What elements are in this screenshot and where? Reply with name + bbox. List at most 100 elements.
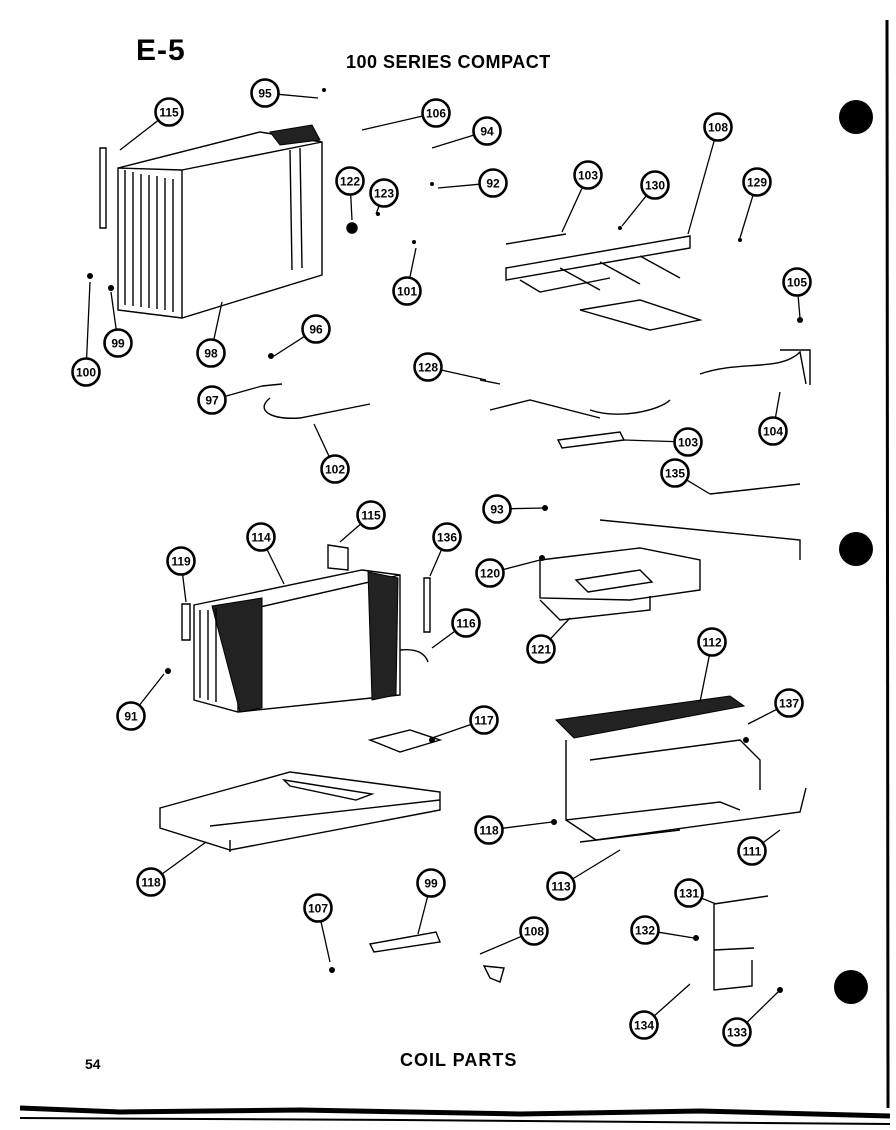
callout-number: 92 <box>486 177 500 191</box>
series-title: 100 SERIES COMPACT <box>346 52 551 72</box>
callout-circle <box>356 500 386 530</box>
callout-number: 116 <box>456 617 476 631</box>
part-callout-131: 131 <box>674 878 717 908</box>
callout-circle <box>71 357 101 387</box>
callout-circle <box>742 167 772 197</box>
part-callout-108: 108 <box>479 916 549 955</box>
callout-number: 108 <box>708 121 728 135</box>
callout-leader-line <box>431 723 472 739</box>
callout-number: 99 <box>111 337 125 351</box>
callout-circle <box>416 868 446 898</box>
callout-number: 95 <box>258 87 272 101</box>
callout-circle <box>369 178 399 208</box>
part-callout-136: 136 <box>429 522 462 577</box>
callout-circle <box>674 878 704 908</box>
scan-border-bottom <box>19 1105 891 1119</box>
callout-leader-line <box>701 897 717 905</box>
callout-number: 93 <box>490 503 504 517</box>
callout-number: 103 <box>678 436 698 450</box>
part-callout-104: 104 <box>758 391 788 446</box>
callout-circle <box>166 546 196 576</box>
callout-circle <box>737 836 767 866</box>
callout-number: 114 <box>251 531 271 545</box>
callout-leader-line <box>739 194 754 239</box>
part-callout-91: 91 <box>116 673 165 731</box>
part-callout-99: 99 <box>103 291 133 358</box>
punch-hole-middle <box>839 532 873 566</box>
callout-circle <box>526 634 556 664</box>
part-callout-103: 103 <box>623 427 703 457</box>
callout-number: 133 <box>727 1026 747 1040</box>
callout-leader-line <box>273 335 305 357</box>
callout-circle <box>482 494 512 524</box>
callout-leader-line <box>85 281 91 359</box>
callout-number: 99 <box>424 877 438 891</box>
part-callout-107: 107 <box>303 893 333 963</box>
callout-number: 98 <box>204 347 218 361</box>
callout-circle <box>469 705 499 735</box>
callout-leader-line <box>313 423 330 458</box>
callout-leader-line <box>621 195 648 227</box>
callout-circle <box>478 168 508 198</box>
part-callout-108: 108 <box>687 112 733 235</box>
callout-number: 137 <box>779 697 799 711</box>
callout-number: 130 <box>645 179 665 193</box>
callout-circle <box>782 267 812 297</box>
part-callout-92: 92 <box>437 168 508 198</box>
callout-circle <box>474 815 504 845</box>
callout-number: 134 <box>634 1019 654 1033</box>
callout-leader-line <box>502 559 541 571</box>
callout-circle <box>154 97 184 127</box>
part-callout-115: 115 <box>339 500 386 543</box>
top-panel-assembly-drawing <box>505 233 811 385</box>
callout-circle <box>722 1017 752 1047</box>
part-callout-95: 95 <box>250 78 319 108</box>
callout-leader-line <box>747 708 778 725</box>
part-callout-130: 130 <box>621 170 670 227</box>
callout-leader-line <box>375 205 380 215</box>
callout-number: 101 <box>397 285 417 299</box>
callout-circle <box>392 276 422 306</box>
callout-number: 121 <box>531 643 551 657</box>
callout-leader-line <box>441 369 487 381</box>
part-callout-97: 97 <box>197 385 263 415</box>
callout-circle <box>301 314 331 344</box>
callout-circle <box>546 871 576 901</box>
callout-leader-line <box>687 139 716 235</box>
part-callout-114: 114 <box>246 522 285 585</box>
callout-number: 106 <box>426 107 446 121</box>
callout-number: 115 <box>361 509 381 523</box>
callout-circle <box>432 522 462 552</box>
scan-border-right <box>885 19 890 1109</box>
callout-circle <box>673 427 703 457</box>
callout-number: 129 <box>747 176 767 190</box>
callout-circle <box>303 893 333 923</box>
footer-title: COIL PARTS <box>400 1050 518 1070</box>
callout-number: 103 <box>578 169 598 183</box>
part-callout-119: 119 <box>166 546 196 603</box>
part-callout-120: 120 <box>475 558 541 588</box>
callout-leader-line <box>431 134 475 149</box>
callout-number: 132 <box>635 924 655 938</box>
callout-circle <box>421 98 451 128</box>
callout-number: 120 <box>480 567 500 581</box>
callout-circle <box>103 328 133 358</box>
part-callout-102: 102 <box>313 423 350 484</box>
callout-leader-line <box>658 931 695 939</box>
callout-number: 96 <box>309 323 323 337</box>
part-callout-94: 94 <box>431 116 502 149</box>
callout-leader-line <box>161 841 207 875</box>
part-callout-118: 118 <box>136 841 207 897</box>
part-callout-132: 132 <box>630 915 695 945</box>
callout-circle <box>703 112 733 142</box>
callout-leader-line <box>774 391 781 418</box>
callout-circle <box>629 1010 659 1040</box>
part-callout-129: 129 <box>739 167 772 239</box>
callout-leader-line <box>572 849 621 880</box>
callout-circle <box>630 915 660 945</box>
callout-number: 119 <box>171 555 191 569</box>
callout-circle <box>335 166 365 196</box>
callout-leader-line <box>224 385 263 398</box>
callout-number: 105 <box>787 276 807 290</box>
callout-circle <box>475 558 505 588</box>
